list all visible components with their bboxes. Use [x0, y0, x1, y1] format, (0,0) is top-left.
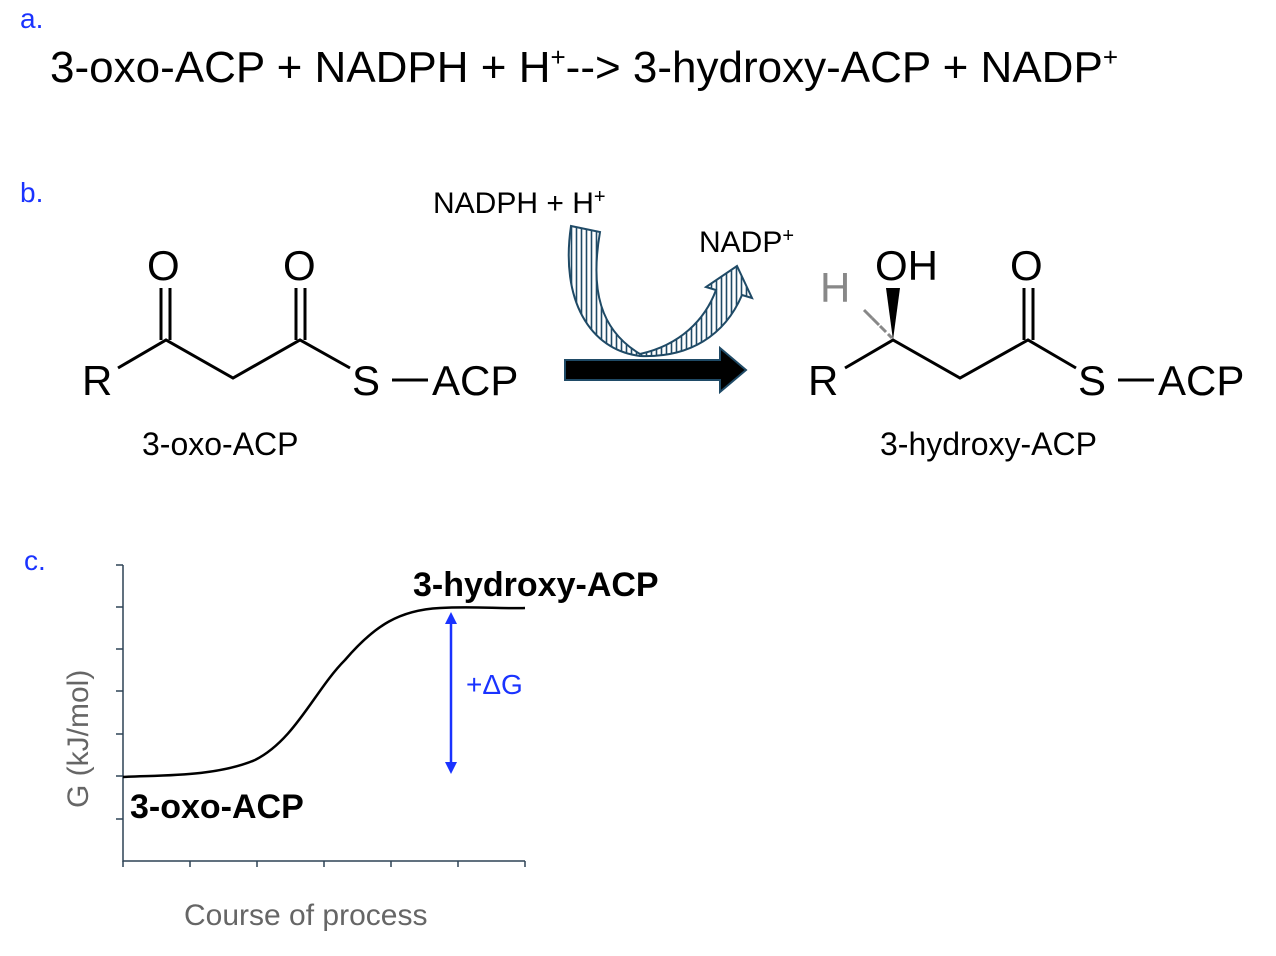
atom-r: R [82, 357, 112, 404]
atom-oh: OH [875, 242, 938, 289]
energy-curve [122, 606, 526, 779]
atom-h: H [820, 264, 850, 311]
wedge-bond [886, 288, 900, 340]
curved-cofactor-arrow-icon [567, 224, 754, 358]
atom-o: O [1010, 242, 1043, 289]
panel-a-label: a. [20, 3, 43, 34]
reaction-arrow-icon [564, 345, 748, 395]
left-molecule-name: 3-oxo-ACP [142, 426, 299, 462]
reaction-equation: 3-oxo-ACP + NADPH + H+--> 3-hydroxy-ACP … [50, 42, 1118, 92]
panel-c-label: c. [24, 545, 46, 576]
molecule-3-oxo-acp: R O O S ACP [82, 242, 518, 404]
atom-acp: ACP [1158, 357, 1244, 404]
reagent-in: NADPH + H+ [433, 186, 606, 220]
end-state-label: 3-hydroxy-ACP [413, 566, 659, 604]
y-axis-label: G (kJ/mol) [62, 670, 95, 808]
x-axis-label: Course of process [184, 899, 427, 932]
y-ticks [116, 564, 123, 820]
atom-r: R [808, 357, 838, 404]
atom-s: S [1078, 357, 1106, 404]
reagent-out: NADP+ [699, 225, 794, 259]
atom-acp: ACP [432, 357, 518, 404]
hashed-bond [862, 308, 894, 340]
right-molecule-name: 3-hydroxy-ACP [880, 426, 1097, 462]
atom-o: O [147, 242, 180, 289]
molecule-3-hydroxy-acp: R H OH O S ACP [808, 242, 1244, 404]
panel-b-label: b. [20, 177, 43, 208]
start-state-label: 3-oxo-ACP [130, 788, 304, 826]
delta-g-label: +ΔG [466, 669, 523, 700]
x-ticks [122, 861, 526, 867]
energy-plot: +ΔG 3-hydroxy-ACP 3-oxo-ACP G (kJ/mol) C… [62, 564, 659, 932]
atom-o: O [283, 242, 316, 289]
atom-s: S [352, 357, 380, 404]
